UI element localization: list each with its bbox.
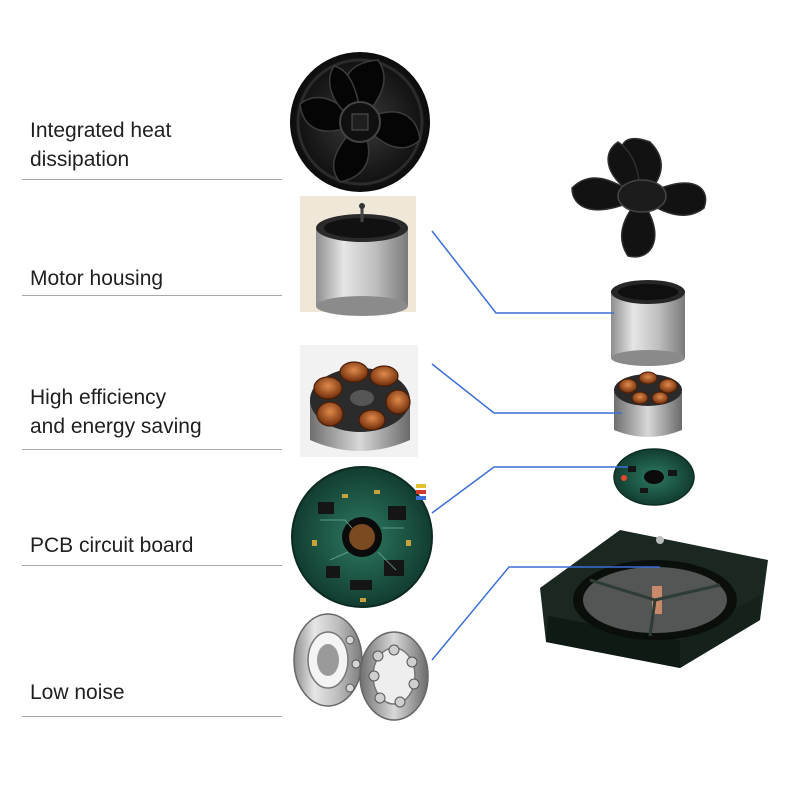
impeller-icon [571, 137, 707, 258]
exploded-stator-icon [614, 371, 682, 437]
exploded-housing-icon [611, 280, 685, 366]
leader-line-pcb [431, 466, 628, 514]
exploded-pcb-icon [613, 448, 695, 506]
fan-blade-icon [290, 52, 430, 192]
feature-label-energy-saving: High efficiency and energy saving [30, 386, 202, 438]
feature-label-pcb: PCB circuit board [30, 534, 194, 557]
feature-label-motor-housing: Motor housing [30, 267, 164, 290]
divider [22, 179, 282, 180]
stator-coil-icon [300, 345, 418, 457]
divider [22, 295, 282, 296]
leader-line-stator [431, 363, 622, 414]
divider [22, 716, 282, 717]
leader-lines [431, 230, 660, 661]
feature-label-low-noise: Low noise [30, 681, 125, 704]
leader-line-bearing [431, 566, 660, 661]
divider [22, 565, 282, 566]
feature-label-heat-dissipation: Integrated heat dissipation [30, 119, 172, 171]
circuit-board-icon [291, 466, 433, 608]
divider [22, 449, 282, 450]
motor-housing-icon [300, 196, 416, 316]
fan-frame-icon [540, 530, 768, 668]
leader-line-housing [431, 230, 614, 314]
ball-bearing-icon [293, 613, 429, 721]
